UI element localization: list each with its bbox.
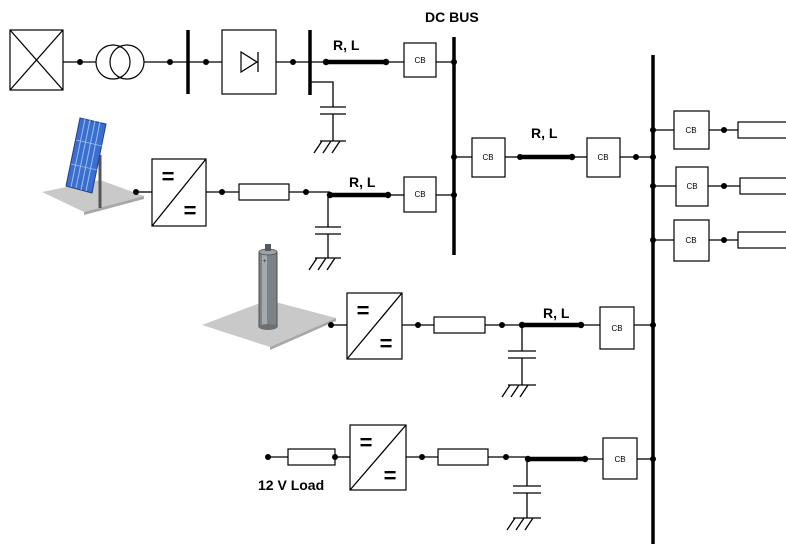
feeder-12v-load: 12 V Load = = CB xyxy=(258,424,656,531)
resistor-icon xyxy=(287,448,336,466)
capacitor-ground-icon xyxy=(506,459,541,531)
capacitor-ground-icon xyxy=(310,81,346,154)
svg-text:=: = xyxy=(162,164,175,189)
diode-rectifier-icon xyxy=(221,29,277,95)
resistor-icon xyxy=(437,448,489,466)
circuit-breaker: CB xyxy=(675,166,709,207)
circuit-breaker: CB xyxy=(403,42,437,78)
dc-dc-converter-icon: = = xyxy=(346,292,403,360)
dc-bus-label: DC BUS xyxy=(425,9,479,25)
svg-text:=: = xyxy=(360,430,373,455)
output-feeder-3: CB xyxy=(650,219,786,262)
circuit-breaker: CB xyxy=(471,137,506,178)
output-feeder-2: CB xyxy=(650,166,786,207)
resistor-icon xyxy=(238,183,290,201)
svg-text:CB: CB xyxy=(414,190,425,199)
rl-label: R, L xyxy=(333,37,360,53)
svg-text:CB: CB xyxy=(685,126,696,135)
output-feeder-1: CB xyxy=(650,110,786,150)
svg-text:CB: CB xyxy=(614,455,625,464)
rl-label: R, L xyxy=(543,305,570,321)
resistor-icon xyxy=(737,231,786,249)
circuit-breaker: CB xyxy=(599,306,635,350)
circuit-breaker: CB xyxy=(403,176,437,213)
resistor-icon xyxy=(737,121,786,139)
crossed-box-icon xyxy=(9,29,64,91)
circuit-breaker: CB xyxy=(602,437,638,480)
circuit-breaker: CB xyxy=(673,219,710,262)
svg-text:CB: CB xyxy=(685,236,696,245)
capacitor-ground-icon xyxy=(308,195,341,271)
dc-dc-converter-icon: = = xyxy=(151,158,207,227)
svg-text:CB: CB xyxy=(611,324,622,333)
svg-text:CB: CB xyxy=(597,153,608,162)
svg-text:+: + xyxy=(263,259,267,265)
circuit-breaker: CB xyxy=(673,110,710,150)
svg-text:CB: CB xyxy=(414,56,425,65)
rl-label: R, L xyxy=(349,174,376,190)
svg-text:=: = xyxy=(380,331,393,356)
resistor-icon xyxy=(433,316,486,334)
dc-dc-converter-icon: = = xyxy=(349,424,407,491)
svg-text:CB: CB xyxy=(482,153,493,162)
svg-text:=: = xyxy=(357,298,370,323)
battery-icon: + xyxy=(202,244,336,350)
solar-panel-icon xyxy=(42,117,144,215)
feeder-battery: + = = R, L CB xyxy=(202,244,656,398)
svg-text:CB: CB xyxy=(686,182,697,191)
transformer-icon xyxy=(95,44,145,80)
load-12v-label: 12 V Load xyxy=(258,477,324,493)
rl-label: R, L xyxy=(531,125,558,141)
capacitor-ground-icon xyxy=(501,325,536,398)
bus-tie-line: CB R, L CB xyxy=(451,125,656,178)
resistor-icon xyxy=(739,177,786,195)
feeder-ac-grid: R, L CB xyxy=(9,29,457,154)
circuit-breaker: CB xyxy=(586,137,621,178)
feeder-solar: = = R, L CB xyxy=(42,117,457,271)
svg-text:=: = xyxy=(384,463,397,488)
svg-text:=: = xyxy=(184,198,197,223)
